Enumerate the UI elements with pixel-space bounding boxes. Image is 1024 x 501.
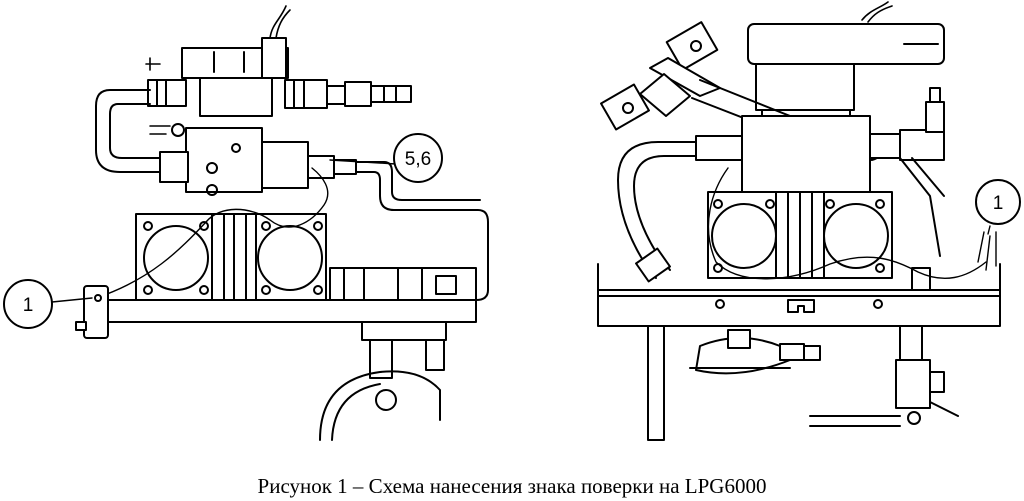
- right-bottom-components: [647, 325, 959, 441]
- figure-caption: Рисунок 1 – Схема нанесения знака поверк…: [257, 474, 767, 498]
- left-base-plate: [105, 251, 489, 323]
- left-regulator-body: [149, 123, 309, 196]
- left-solenoid-valve: [181, 5, 291, 117]
- callout-left-part-label: 5,6: [405, 149, 431, 170]
- left-assembly: [75, 5, 489, 441]
- left-top-manifold: [145, 57, 412, 109]
- right-assembly: [597, 1, 1001, 441]
- right-seal-wire: [707, 167, 987, 280]
- left-pump-block: [135, 213, 327, 301]
- callout-right-seal-label: 1: [993, 193, 1004, 214]
- right-regulator: [695, 87, 945, 257]
- left-seal-wire: [95, 167, 329, 299]
- callout-left-seal-label: 1: [23, 295, 34, 316]
- left-seal: [75, 285, 109, 339]
- right-solenoid-heads: [600, 21, 721, 131]
- callout-left-part: 5,6: [329, 133, 443, 183]
- left-curved-hose: [95, 89, 161, 173]
- right-pump-block: [707, 191, 893, 279]
- left-bottom-valves: [319, 321, 447, 441]
- right-curved-hose: [617, 141, 697, 279]
- left-side-fitting: [307, 155, 489, 253]
- callout-right-seal: 1: [975, 179, 1021, 235]
- callout-left-seal: 1: [3, 279, 93, 329]
- right-base-frame: [597, 263, 1001, 327]
